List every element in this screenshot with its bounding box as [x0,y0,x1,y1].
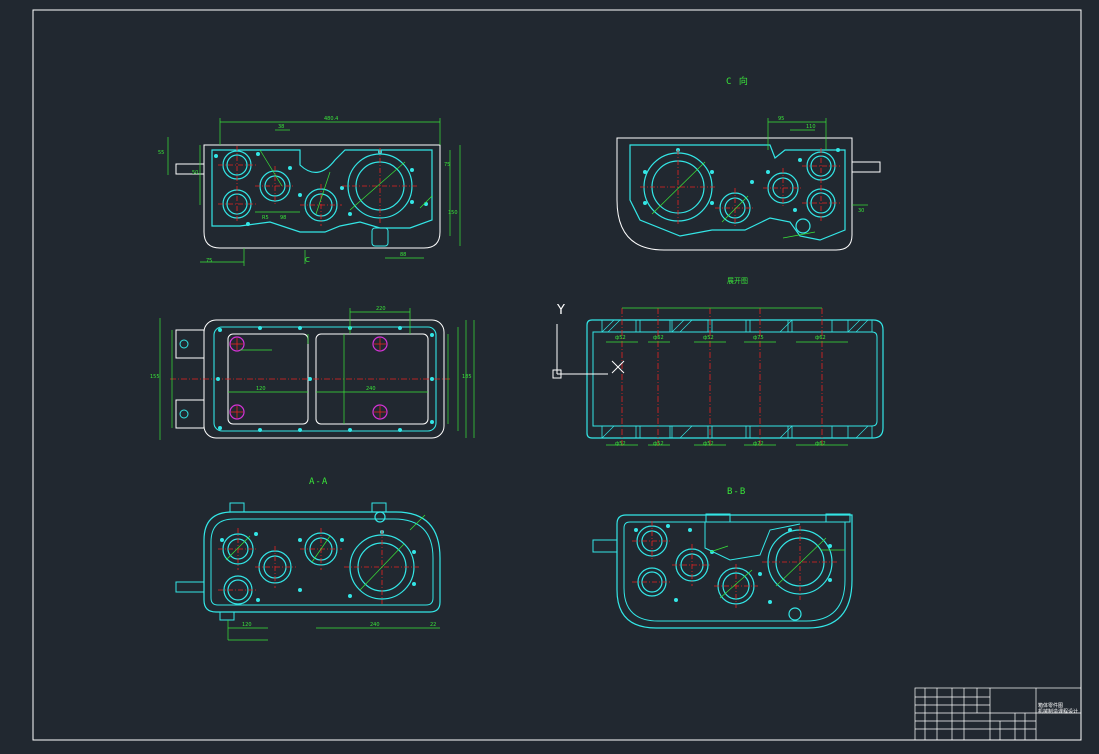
dim-top-offset: 38 [278,124,285,130]
dim-bore-2: ф62 [653,335,664,341]
outer-border [32,9,1082,741]
section-aa-label: A-A [309,477,329,487]
dim-right-height: 75 [444,162,451,168]
dim-top-view-2: 120 [256,386,266,392]
dim-c-view3: 30 [858,208,865,214]
dim-bore-3: ф52 [703,335,714,341]
ucs-icon [552,324,625,379]
dim-bore-1: ф52 [615,335,626,341]
dim-radius: R5 [262,215,269,221]
dim-boss: 88 [400,252,407,258]
unfolded-section [586,307,884,448]
c-direction-view [616,118,881,251]
dim-c-view: 110 [806,124,816,130]
dim-span: 98 [280,215,287,221]
dim-left-height: 55 [158,150,165,156]
dim-c-view2: 95 [778,116,785,122]
dim-bore-8: ф52 [703,441,714,447]
dim-bore-7: ф52 [653,441,664,447]
dim-left-height2: 50 [192,170,199,176]
dim-top-view-4: 155 [150,374,160,380]
c-mark-label: C [305,256,310,264]
dim-bore-9: ф72 [753,441,764,447]
front-view [167,118,461,266]
title-block [914,687,1082,741]
dim-bore-6: ф52 [615,441,626,447]
dim-top-view-1: 220 [376,306,386,312]
top-section-label: 展开图 [727,277,748,285]
section-b-b [592,513,853,629]
title-block-line2: 机械制造课程设计 [1038,709,1079,715]
ucs-y-label: Y [557,303,565,318]
dim-bore-10: ф62 [815,441,826,447]
dim-right-height2: 150 [448,210,458,216]
top-view [159,308,475,440]
dim-aa-1: 120 [242,622,252,628]
dim-bore-5: ф62 [815,335,826,341]
dim-overall-width: 480.4 [324,116,339,122]
dim-aa-2: 240 [370,622,380,628]
dim-top-view-5: 185 [462,374,472,380]
dim-flange: 75 [206,258,213,264]
dim-top-view-3: 240 [366,386,376,392]
dim-bore-4: ф75 [753,335,764,341]
title-block-line1: 箱体零件图 [1038,703,1064,709]
c-view-label: C 向 [726,77,749,87]
dim-aa-3: 22 [430,622,437,628]
section-a-a [175,502,441,641]
section-bb-label: B-B [727,487,747,497]
